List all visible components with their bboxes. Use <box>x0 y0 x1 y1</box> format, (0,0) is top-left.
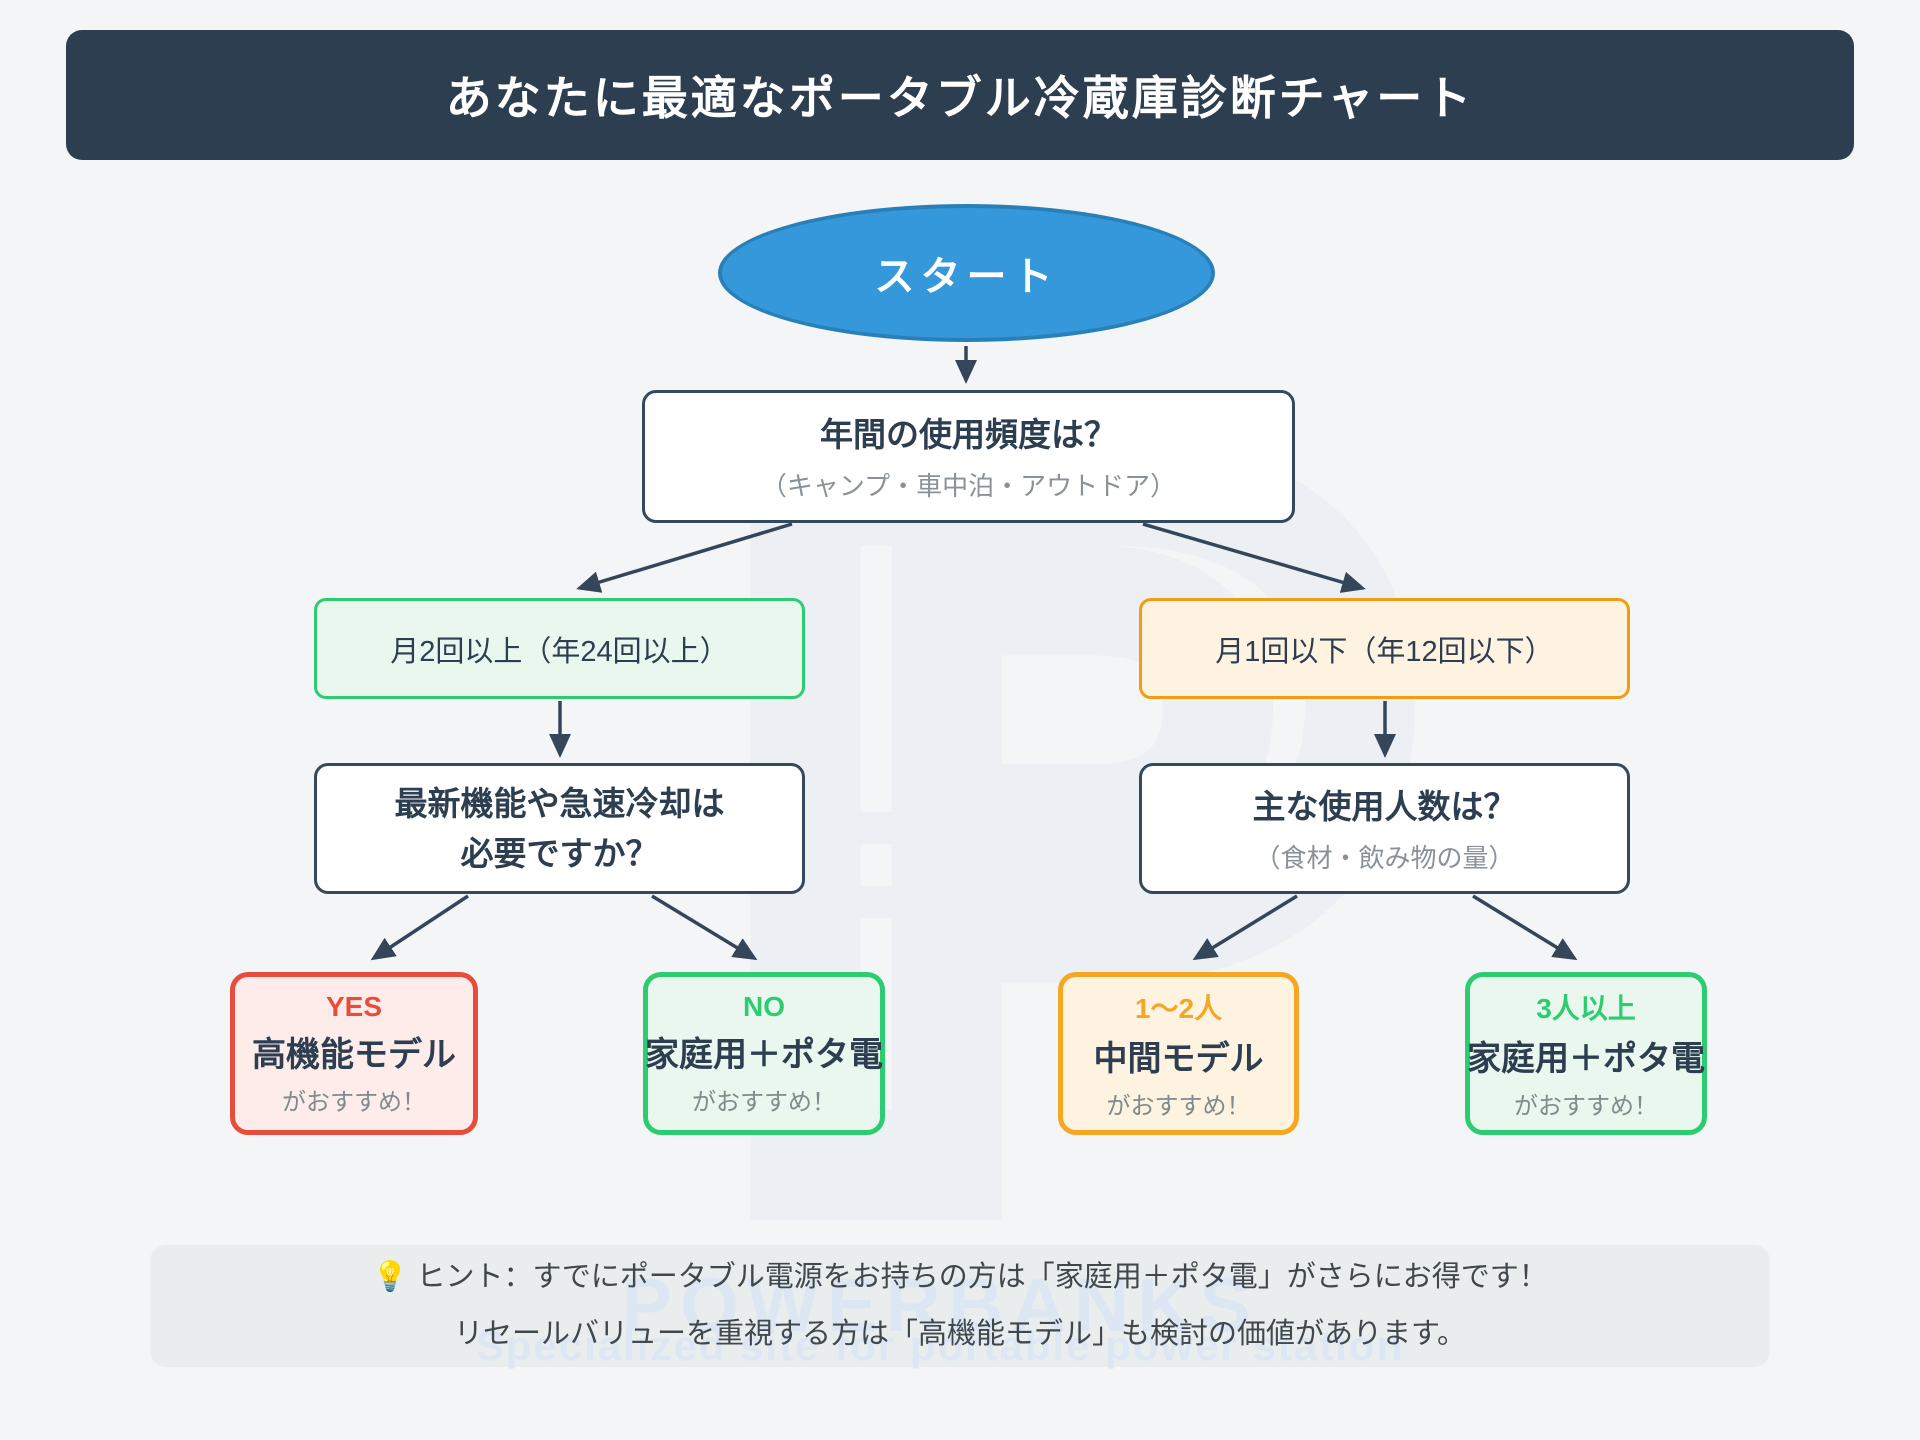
arrow-q1-to-right <box>1142 522 1366 593</box>
watermark-plug-prong-top <box>815 812 915 844</box>
question-need-features: 最新機能や急速冷却は 必要ですか？ <box>314 763 805 894</box>
option-frequent-use: 月2回以上（年24回以上） <box>314 598 805 699</box>
result-home-use-plus-power: NO 家庭用＋ポタ電 がおすすめ！ <box>643 972 885 1135</box>
result-condition-label: 3人以上 <box>1536 992 1636 1024</box>
question-subtitle: （キャンプ・車中泊・アウトドア） <box>760 470 1177 501</box>
option-label: 月1回以下（年12回以下） <box>1215 635 1554 668</box>
question-user-count: 主な使用人数は？ （食材・飲み物の量） <box>1139 763 1630 894</box>
result-high-end-model: YES 高機能モデル がおすすめ！ <box>230 972 478 1135</box>
result-condition-label: NO <box>743 990 785 1022</box>
question-title: 主な使用人数は？ <box>1252 788 1517 826</box>
start-label: スタート <box>874 255 1059 299</box>
result-condition-label: YES <box>325 990 383 1022</box>
hint-text-2: リセールバリューを重視する方は「高機能モデル」も検討の価値があります。 <box>453 1318 1467 1350</box>
arrow-q2l-to-no <box>651 894 758 961</box>
question-title: 年間の使用頻度は？ <box>820 416 1117 454</box>
header-banner: あなたに最適なポータブル冷蔵庫診断チャート <box>66 30 1854 160</box>
question-usage-frequency: 年間の使用頻度は？ （キャンプ・車中泊・アウトドア） <box>642 390 1295 523</box>
result-note: がおすすめ！ <box>1514 1092 1658 1120</box>
arrow-q2r-to-12 <box>1192 894 1298 961</box>
result-note: がおすすめ！ <box>692 1088 836 1116</box>
watermark-plug-prong-bottom <box>815 886 915 918</box>
result-home-use-plus-power-2: 3人以上 家庭用＋ポタ電 がおすすめ！ <box>1465 972 1707 1135</box>
result-note: がおすすめ！ <box>1106 1092 1251 1120</box>
arrow-q1-to-left <box>576 522 793 593</box>
start-node: スタート <box>718 204 1215 342</box>
question-subtitle: （食材・飲み物の量） <box>1254 842 1515 873</box>
question-title-line1: 最新機能や急速冷却は <box>394 785 725 822</box>
hint-box: 💡 ヒント：すでにポータブル電源をお持ちの方は「家庭用＋ポタ電」がさらにお得です… <box>150 1245 1770 1367</box>
result-condition-label: 1〜2人 <box>1134 992 1223 1024</box>
result-note: がおすすめ！ <box>282 1088 426 1116</box>
arrow-q2r-to-3plus <box>1472 894 1578 961</box>
lightbulb-icon: 💡 <box>372 1261 409 1294</box>
arrow-q2l-to-yes <box>370 894 469 961</box>
hint-line-1: 💡 ヒント：すでにポータブル電源をお持ちの方は「家庭用＋ポタ電」がさらにお得です… <box>372 1249 1547 1306</box>
watermark-plug-body <box>905 790 1155 940</box>
result-model-name: 高機能モデル <box>252 1035 456 1074</box>
result-mid-range-model: 1〜2人 中間モデル がおすすめ！ <box>1058 972 1299 1135</box>
page-title: あなたに最適なポータブル冷蔵庫診断チャート <box>445 72 1475 124</box>
option-infrequent-use: 月1回以下（年12回以下） <box>1139 598 1630 699</box>
result-model-name: 家庭用＋ポタ電 <box>1467 1039 1705 1078</box>
hint-line-2: リセールバリューを重視する方は「高機能モデル」も検討の価値があります。 <box>454 1306 1466 1363</box>
question-title-line2: 必要ですか？ <box>460 834 659 872</box>
hint-text-1: ヒント：すでにポータブル電源をお持ちの方は「家庭用＋ポタ電」がさらにお得です！ <box>416 1261 1548 1294</box>
result-model-name: 中間モデル <box>1093 1039 1264 1078</box>
result-model-name: 家庭用＋ポタ電 <box>645 1035 883 1074</box>
option-label: 月2回以上（年24回以上） <box>390 635 729 668</box>
